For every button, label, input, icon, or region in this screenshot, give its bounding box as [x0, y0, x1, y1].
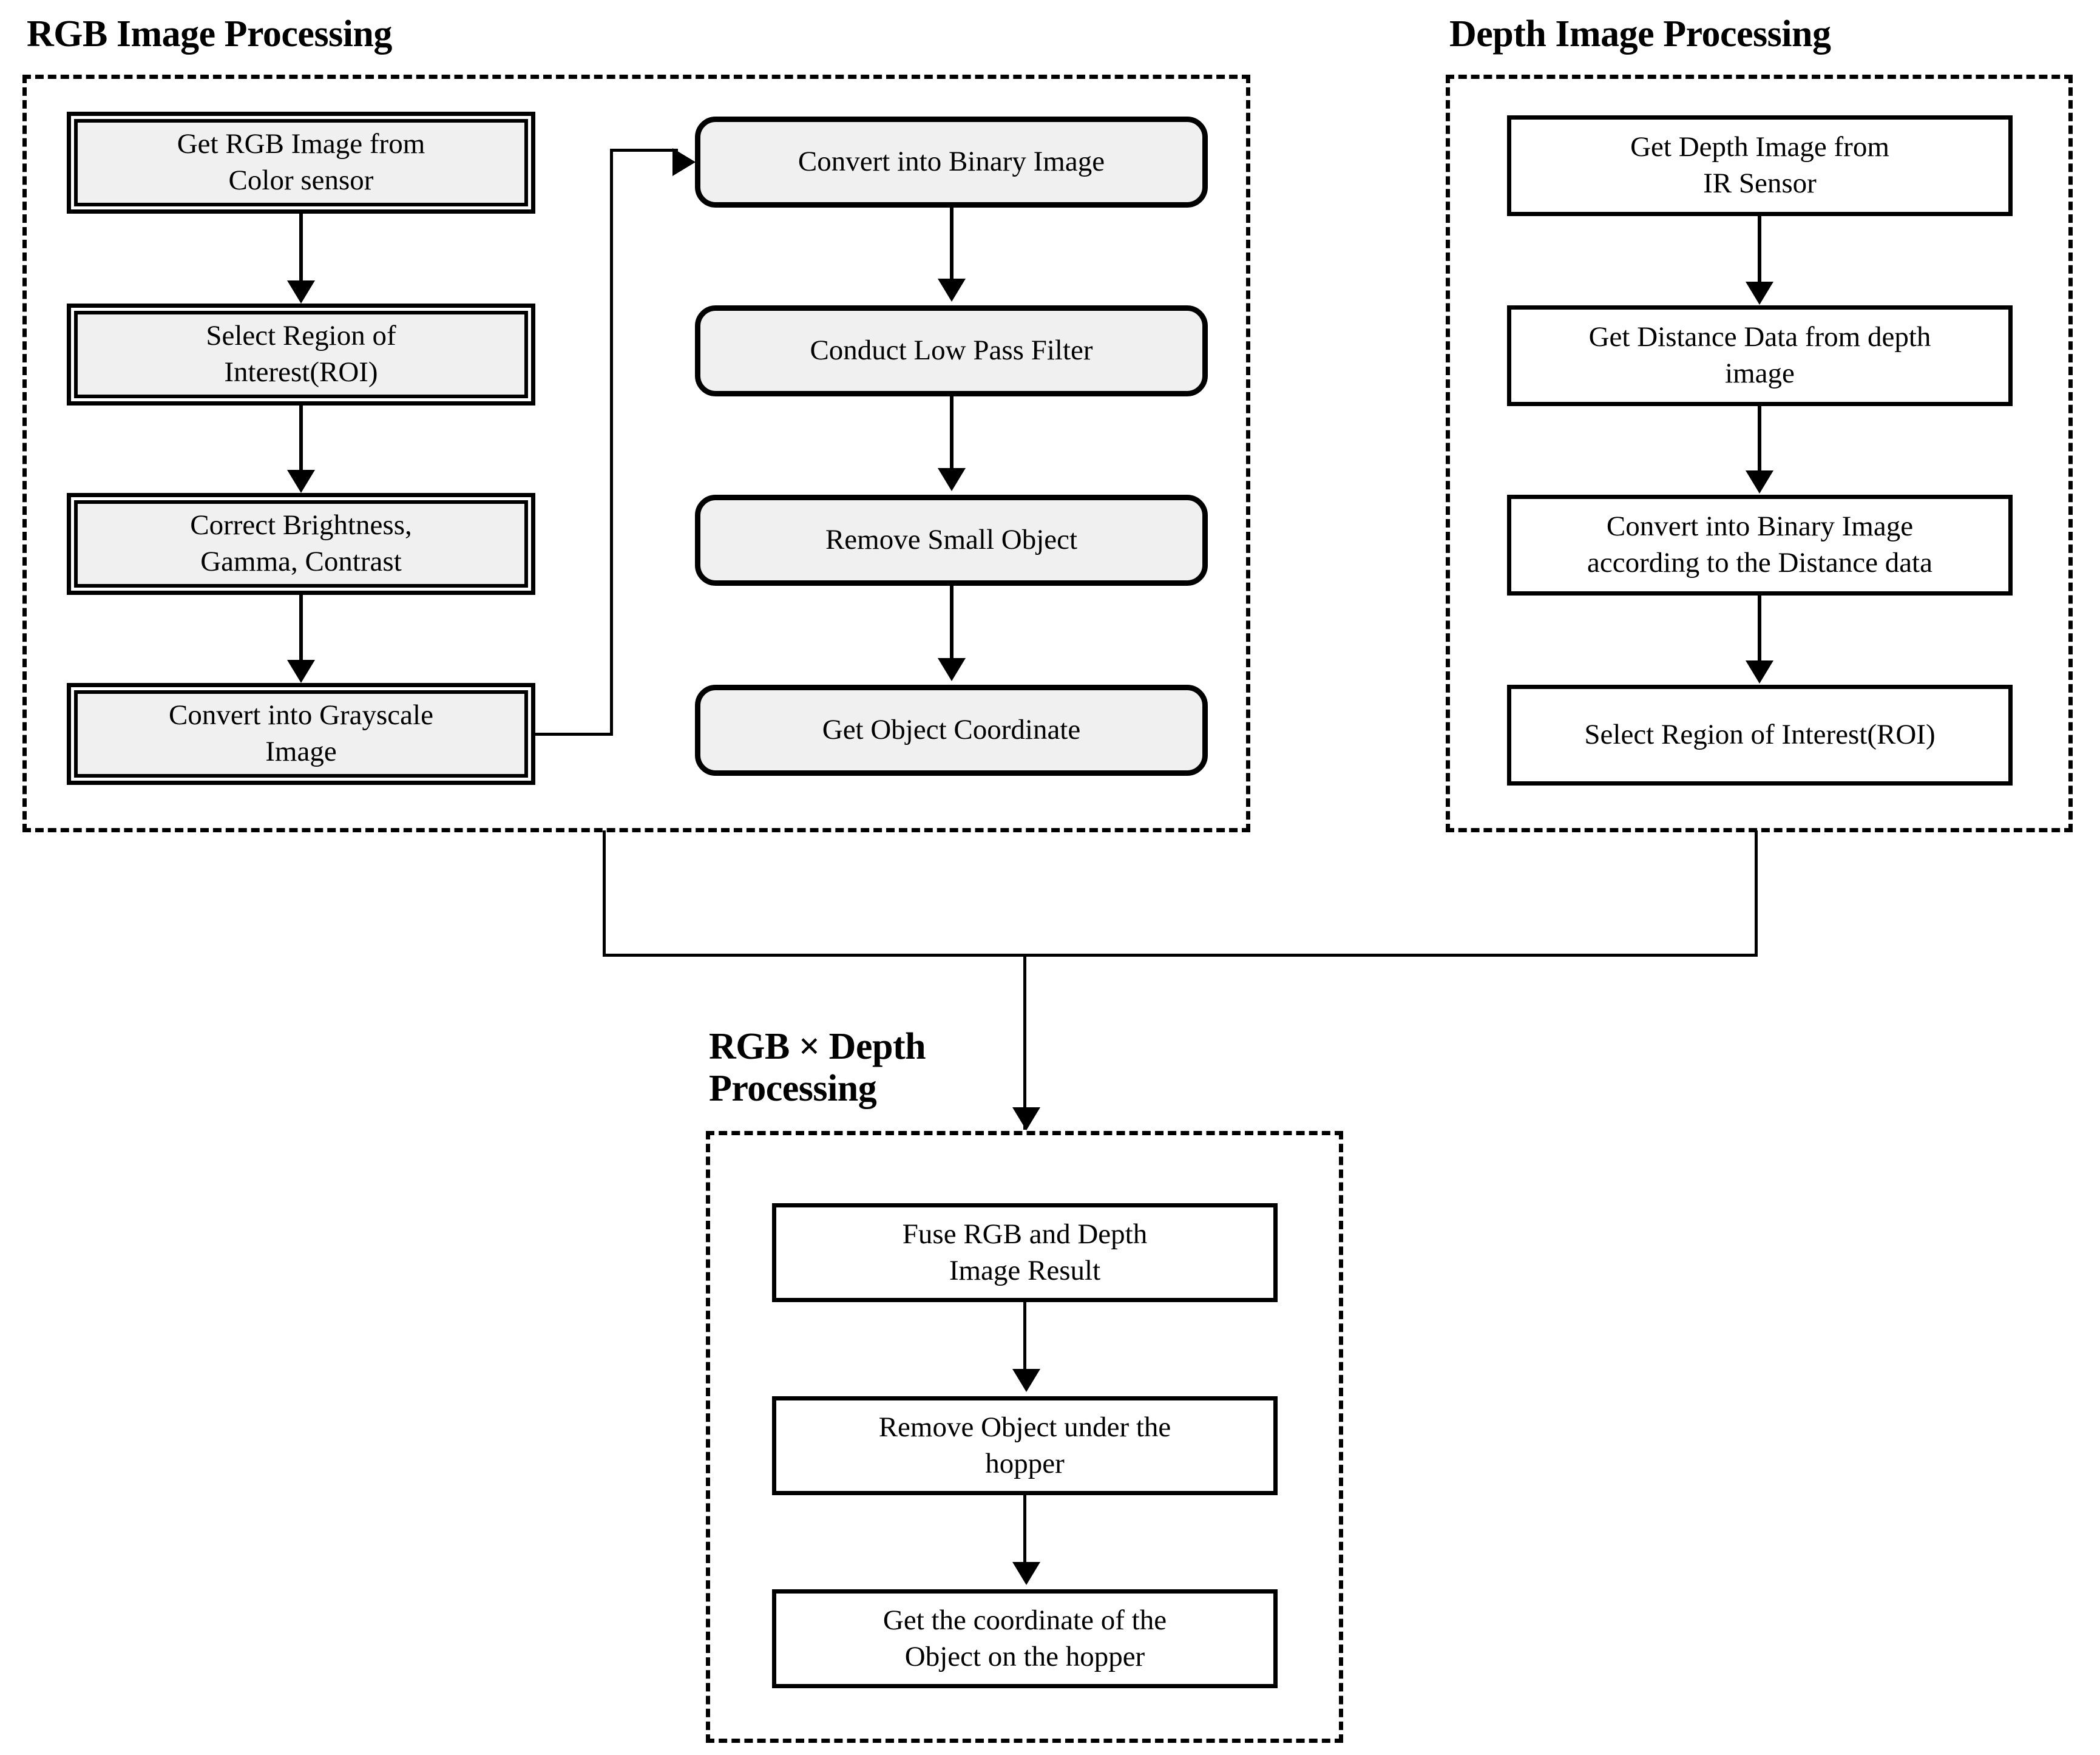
arrowhead-mid1-to-mid2: [938, 279, 966, 302]
arrowhead-mid3-to-mid4: [938, 658, 966, 681]
node-correct-brightness-label: Correct Brightness, Gamma, Contrast: [190, 509, 412, 577]
arrowhead-mid2-to-mid3: [938, 468, 966, 491]
connector-rgb2-to-rgb3: [299, 406, 303, 471]
section-title-rgb: RGB Image Processing: [27, 13, 392, 55]
section-title-fusion: RGB × Depth Processing: [709, 1026, 926, 1110]
connector-rgb1-to-rgb2: [299, 214, 303, 282]
group-depth-image-processing: [1446, 75, 2073, 832]
connector-merge-down-to-fusion: [1023, 954, 1026, 1130]
arrowhead-rgb2-to-rgb3: [287, 470, 315, 493]
node-low-pass-filter[interactable]: Conduct Low Pass Filter: [695, 305, 1208, 396]
node-get-distance-data-label: Get Distance Data from depth image: [1588, 321, 1931, 389]
node-get-depth-image-label: Get Depth Image from IR Sensor: [1630, 131, 1889, 199]
node-remove-object-hopper[interactable]: Remove Object under the hopper: [772, 1396, 1278, 1495]
node-remove-object-hopper-label: Remove Object under the hopper: [878, 1411, 1171, 1479]
node-low-pass-filter-label: Conduct Low Pass Filter: [810, 334, 1093, 367]
node-remove-small-object[interactable]: Remove Small Object: [695, 495, 1208, 586]
node-select-roi[interactable]: Select Region of Interest(ROI): [67, 304, 535, 406]
connector-fusion1-to-fusion2: [1023, 1302, 1026, 1370]
node-convert-grayscale-label: Convert into Grayscale Image: [169, 699, 433, 767]
group-rgb-depth-processing: [706, 1131, 1343, 1743]
connector-depth1-to-depth2: [1758, 216, 1761, 283]
arrowhead-rgb3-to-rgb4: [287, 660, 315, 683]
arrowhead-depth2-to-depth3: [1746, 470, 1773, 494]
node-convert-binary-label: Convert into Binary Image: [798, 146, 1105, 178]
arrowhead-into-fusion-group: [1012, 1107, 1040, 1130]
connector-grayscale-to-binary-vertical: [610, 149, 613, 734]
node-remove-small-object-label: Remove Small Object: [825, 524, 1078, 556]
node-convert-binary[interactable]: Convert into Binary Image: [695, 117, 1208, 208]
connector-rgb-branch-down: [603, 830, 606, 957]
node-get-coordinate-hopper[interactable]: Get the coordinate of the Object on the …: [772, 1589, 1278, 1688]
connector-grayscale-out-horizontal: [534, 733, 613, 736]
connector-fusion2-to-fusion3: [1023, 1495, 1026, 1563]
node-get-object-coordinate-label: Get Object Coordinate: [822, 714, 1081, 746]
node-get-rgb-image-label: Get RGB Image from Color sensor: [177, 128, 425, 196]
connector-mid3-to-mid4: [950, 586, 953, 659]
connector-rgb3-to-rgb4: [299, 595, 303, 661]
node-select-roi-label: Select Region of Interest(ROI): [206, 320, 396, 388]
section-title-depth: Depth Image Processing: [1449, 13, 1831, 55]
node-correct-brightness[interactable]: Correct Brightness, Gamma, Contrast: [67, 493, 535, 595]
connector-depth2-to-depth3: [1758, 406, 1761, 472]
node-get-rgb-image[interactable]: Get RGB Image from Color sensor: [67, 112, 535, 214]
node-convert-grayscale[interactable]: Convert into Grayscale Image: [67, 683, 535, 785]
node-convert-binary-distance-label: Convert into Binary Image according to t…: [1587, 511, 1932, 579]
connector-grayscale-to-binary-horizontal: [610, 149, 678, 152]
node-fuse-rgb-depth[interactable]: Fuse RGB and Depth Image Result: [772, 1203, 1278, 1302]
node-get-object-coordinate[interactable]: Get Object Coordinate: [695, 685, 1208, 776]
node-fuse-rgb-depth-label: Fuse RGB and Depth Image Result: [902, 1218, 1148, 1286]
node-get-coordinate-hopper-label: Get the coordinate of the Object on the …: [882, 1604, 1167, 1672]
connector-depth-branch-down: [1755, 830, 1758, 957]
node-select-roi-depth-label: Select Region of Interest(ROI): [1584, 719, 1936, 751]
arrowhead-rgb1-to-rgb2: [287, 280, 315, 304]
node-convert-binary-distance[interactable]: Convert into Binary Image according to t…: [1507, 495, 2013, 596]
group-rgb-image-processing: [22, 75, 1250, 832]
arrowhead-fusion2-to-fusion3: [1012, 1562, 1040, 1585]
arrowhead-into-convert-binary: [672, 148, 696, 176]
connector-depth3-to-depth4: [1758, 596, 1761, 662]
connector-merge-horizontal: [603, 954, 1758, 957]
arrowhead-fusion1-to-fusion2: [1012, 1369, 1040, 1392]
node-select-roi-depth[interactable]: Select Region of Interest(ROI): [1507, 685, 2013, 786]
connector-mid2-to-mid3: [950, 396, 953, 469]
arrowhead-depth3-to-depth4: [1746, 660, 1773, 684]
arrowhead-depth1-to-depth2: [1746, 282, 1773, 305]
node-get-depth-image[interactable]: Get Depth Image from IR Sensor: [1507, 115, 2013, 216]
connector-mid1-to-mid2: [950, 208, 953, 280]
node-get-distance-data[interactable]: Get Distance Data from depth image: [1507, 305, 2013, 406]
